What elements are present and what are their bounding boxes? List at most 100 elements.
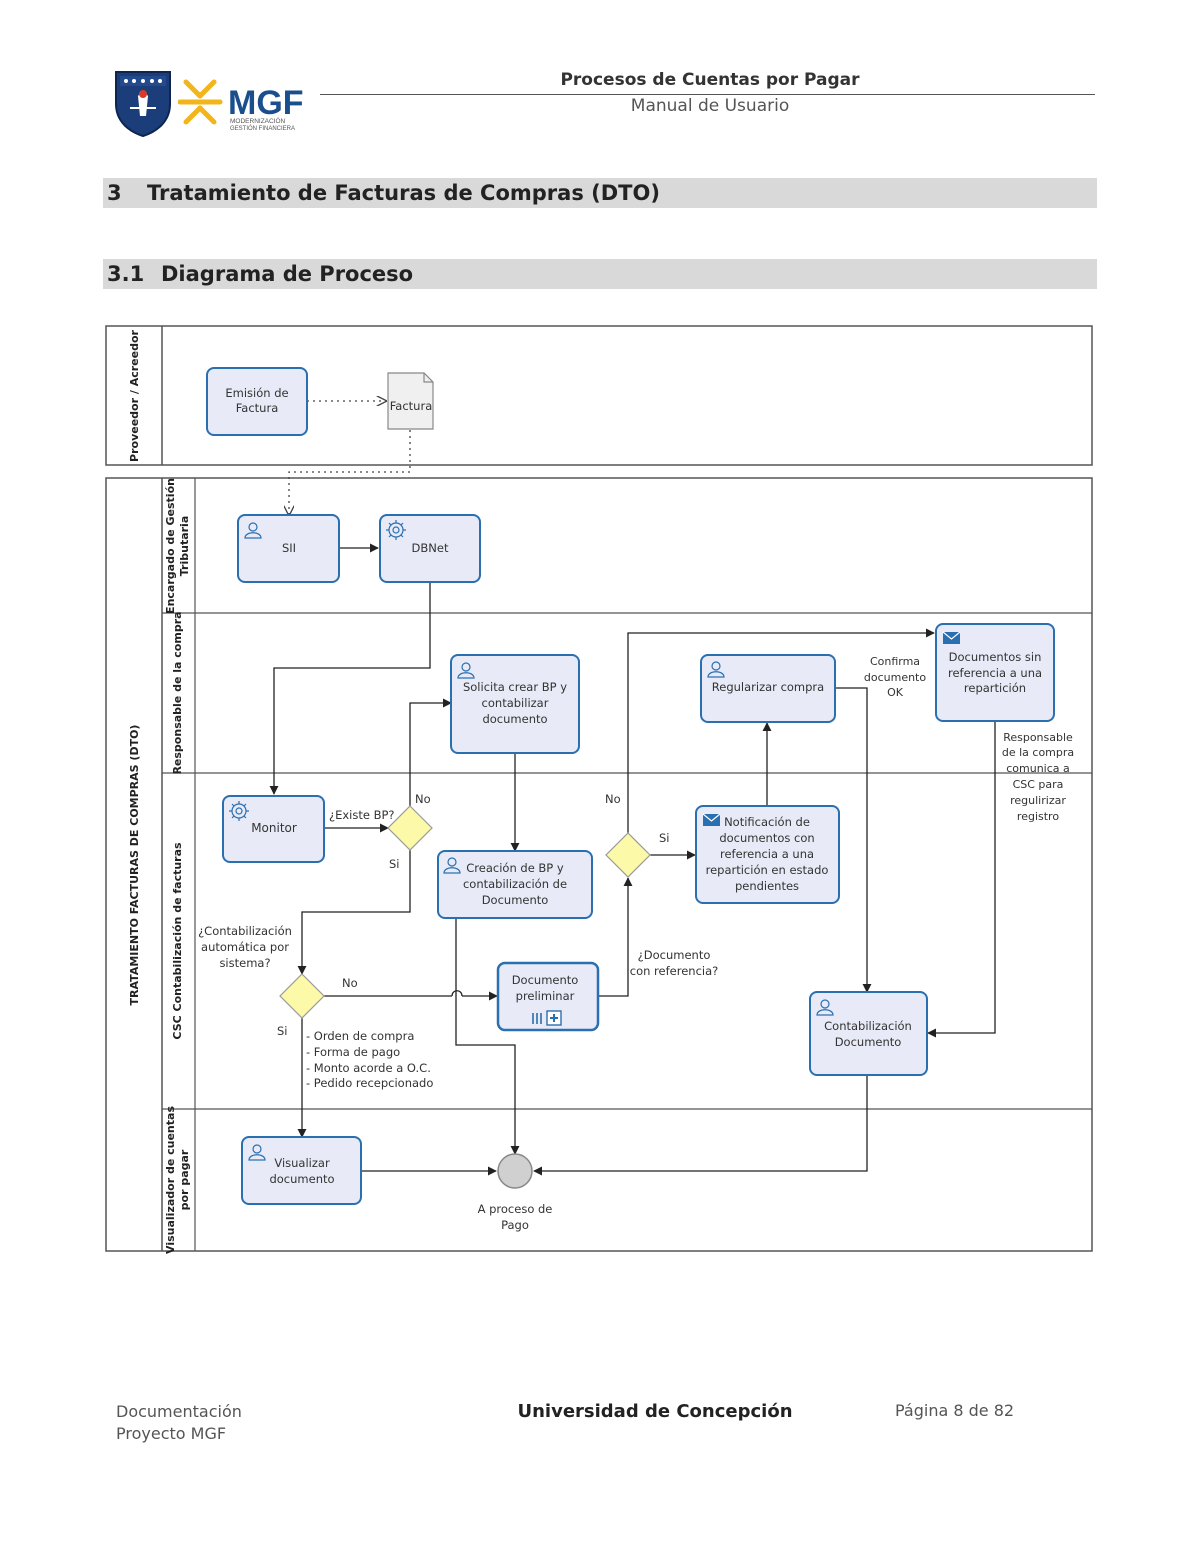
gateway-existe-bp — [387, 805, 433, 851]
task-creacion-bp: Creación de BP y contabilización de Docu… — [437, 850, 593, 919]
task-label: repartición en estado — [706, 863, 829, 877]
envelope-icon — [702, 813, 721, 826]
task-label: Factura — [236, 401, 279, 415]
task-label: Monitor — [251, 821, 297, 835]
flow-labels: ¿Existe BP? No Si ¿Contabilización autom… — [198, 655, 1074, 1232]
lane-tributaria-label-2: Tributaria — [178, 516, 191, 577]
flow-creacion-end — [455, 918, 520, 1155]
mgf-logo-text: MGF — [228, 84, 304, 122]
section-heading-3: 3 Tratamiento de Facturas de Compras (DT… — [103, 178, 1097, 208]
user-icon — [457, 662, 475, 679]
label-contab-auto-1: ¿Contabilización — [198, 924, 292, 938]
footer-center: Universidad de Concepción — [517, 1401, 793, 1422]
pool-tratamiento-label: TRATAMIENTO FACTURAS DE COMPRAS (DTO) — [128, 725, 141, 1006]
task-label: DBNet — [412, 541, 449, 555]
label-responsable: CSC para — [1013, 778, 1064, 791]
task-visualizar-documento: Visualizar documento — [241, 1136, 362, 1205]
gateway-documento-referencia — [605, 832, 651, 878]
section-title: Diagrama de Proceso — [161, 262, 414, 286]
end-event — [497, 1153, 533, 1189]
document-title: Procesos de Cuentas por Pagar — [560, 70, 860, 90]
label-responsable: Responsable — [1003, 731, 1073, 744]
task-label: contabilizar — [482, 696, 549, 710]
footer-left-line-1: Documentación — [116, 1402, 242, 1421]
task-label: preliminar — [516, 989, 575, 1003]
envelope-icon — [942, 631, 961, 644]
gear-icon — [386, 520, 406, 540]
label-responsable: comunica a — [1006, 762, 1070, 775]
user-icon — [443, 857, 461, 874]
label-no: No — [605, 792, 621, 806]
data-object-factura: Factura — [387, 372, 434, 430]
sequence-flows — [269, 401, 996, 1176]
section-number: 3.1 — [107, 262, 145, 286]
flow-gateway-solicita — [409, 698, 452, 806]
task-label: Regularizar compra — [712, 680, 824, 694]
task-regularizar-compra: Regularizar compra — [700, 654, 836, 723]
task-emision-factura: Emisión de Factura — [206, 367, 308, 436]
flow-prelim-gateway-ref — [598, 877, 633, 997]
multi-instance-icon — [532, 1013, 542, 1024]
lane-tributaria-label-1: Encargado de Gestión — [164, 478, 177, 614]
task-label: documento — [482, 712, 547, 726]
label-doc-ref-2: con referencia? — [630, 964, 719, 978]
flow-contab-prelim-hop — [451, 990, 463, 997]
task-label: referencia a una — [720, 847, 814, 861]
task-label: Documentos sin — [949, 650, 1042, 664]
flow-docs-sin-contab — [927, 722, 996, 1038]
lane-visualizador-label-1: Visualizador de cuentas — [164, 1106, 177, 1254]
mgf-logo-subtext-1: MODERNIZACIÓN — [230, 116, 286, 125]
task-documentos-sin-referencia: Documentos sin referencia a una repartic… — [935, 623, 1055, 722]
task-label: contabilización de — [463, 877, 567, 891]
section-heading-3-1: 3.1 Diagrama de Proceso — [103, 259, 1097, 289]
label-no: No — [415, 792, 431, 806]
mgf-logo: MGF MODERNIZACIÓN GESTIÓN FINANCIERA — [178, 79, 304, 132]
flow-dbnet-monitor — [269, 582, 431, 795]
label-condicion: - Forma de pago — [306, 1045, 400, 1059]
university-seal-logo — [115, 71, 171, 138]
user-icon — [816, 999, 834, 1016]
label-si: Si — [277, 1024, 288, 1038]
task-contabilizacion-documento: Contabilización Documento — [809, 991, 928, 1076]
data-object-label: Factura — [390, 399, 433, 413]
task-label: referencia a una — [948, 666, 1042, 680]
label-confirma-3: OK — [887, 686, 904, 699]
gateway-contabilizacion-automatica — [279, 973, 325, 1019]
task-dbnet: DBNet — [379, 514, 481, 583]
user-icon — [707, 661, 725, 678]
expand-plus-icon — [546, 1010, 562, 1026]
flow-gateway-docs-sin — [627, 628, 935, 833]
label-responsable: registro — [1017, 810, 1059, 823]
task-label: Documento — [835, 1035, 902, 1049]
header-divider — [320, 94, 1095, 95]
task-label: repartición — [964, 681, 1026, 695]
lane-csc-label: CSC Contabilización de facturas — [171, 842, 184, 1040]
task-label: Contabilización — [824, 1019, 912, 1033]
task-label: Documento — [482, 893, 549, 907]
label-contab-auto-3: sistema? — [219, 956, 270, 970]
task-label: Solicita crear BP y — [463, 680, 567, 694]
label-end-2: Pago — [501, 1218, 529, 1232]
label-condicion: - Monto acorde a O.C. — [306, 1061, 431, 1075]
mgf-logo-subtext-2: GESTIÓN FINANCIERA — [230, 125, 295, 132]
label-confirma-2: documento — [864, 671, 926, 684]
task-label: Visualizar — [274, 1156, 330, 1170]
footer-page-number: Página 8 de 82 — [895, 1401, 1015, 1420]
task-label: Documento — [512, 973, 579, 987]
gear-icon — [229, 801, 249, 821]
flow-factura-sii — [289, 430, 411, 515]
section-title: Tratamiento de Facturas de Compras (DTO) — [147, 181, 660, 205]
label-contab-auto-2: automática por — [201, 940, 289, 954]
user-icon — [248, 1144, 266, 1161]
label-si: Si — [659, 831, 670, 845]
label-condicion: - Pedido recepcionado — [306, 1076, 433, 1090]
pool-proveedor-label: Proveedor / Acreedor — [128, 329, 141, 461]
label-doc-ref-1: ¿Documento — [638, 948, 711, 962]
mgf-star-icon — [178, 79, 223, 125]
task-notificacion-documentos: Notificación de documentos con referenci… — [695, 805, 840, 904]
user-icon — [244, 522, 262, 539]
label-confirma-1: Confirma — [870, 655, 920, 668]
flow-gateway-contab — [297, 850, 411, 975]
task-label: documento — [269, 1172, 334, 1186]
